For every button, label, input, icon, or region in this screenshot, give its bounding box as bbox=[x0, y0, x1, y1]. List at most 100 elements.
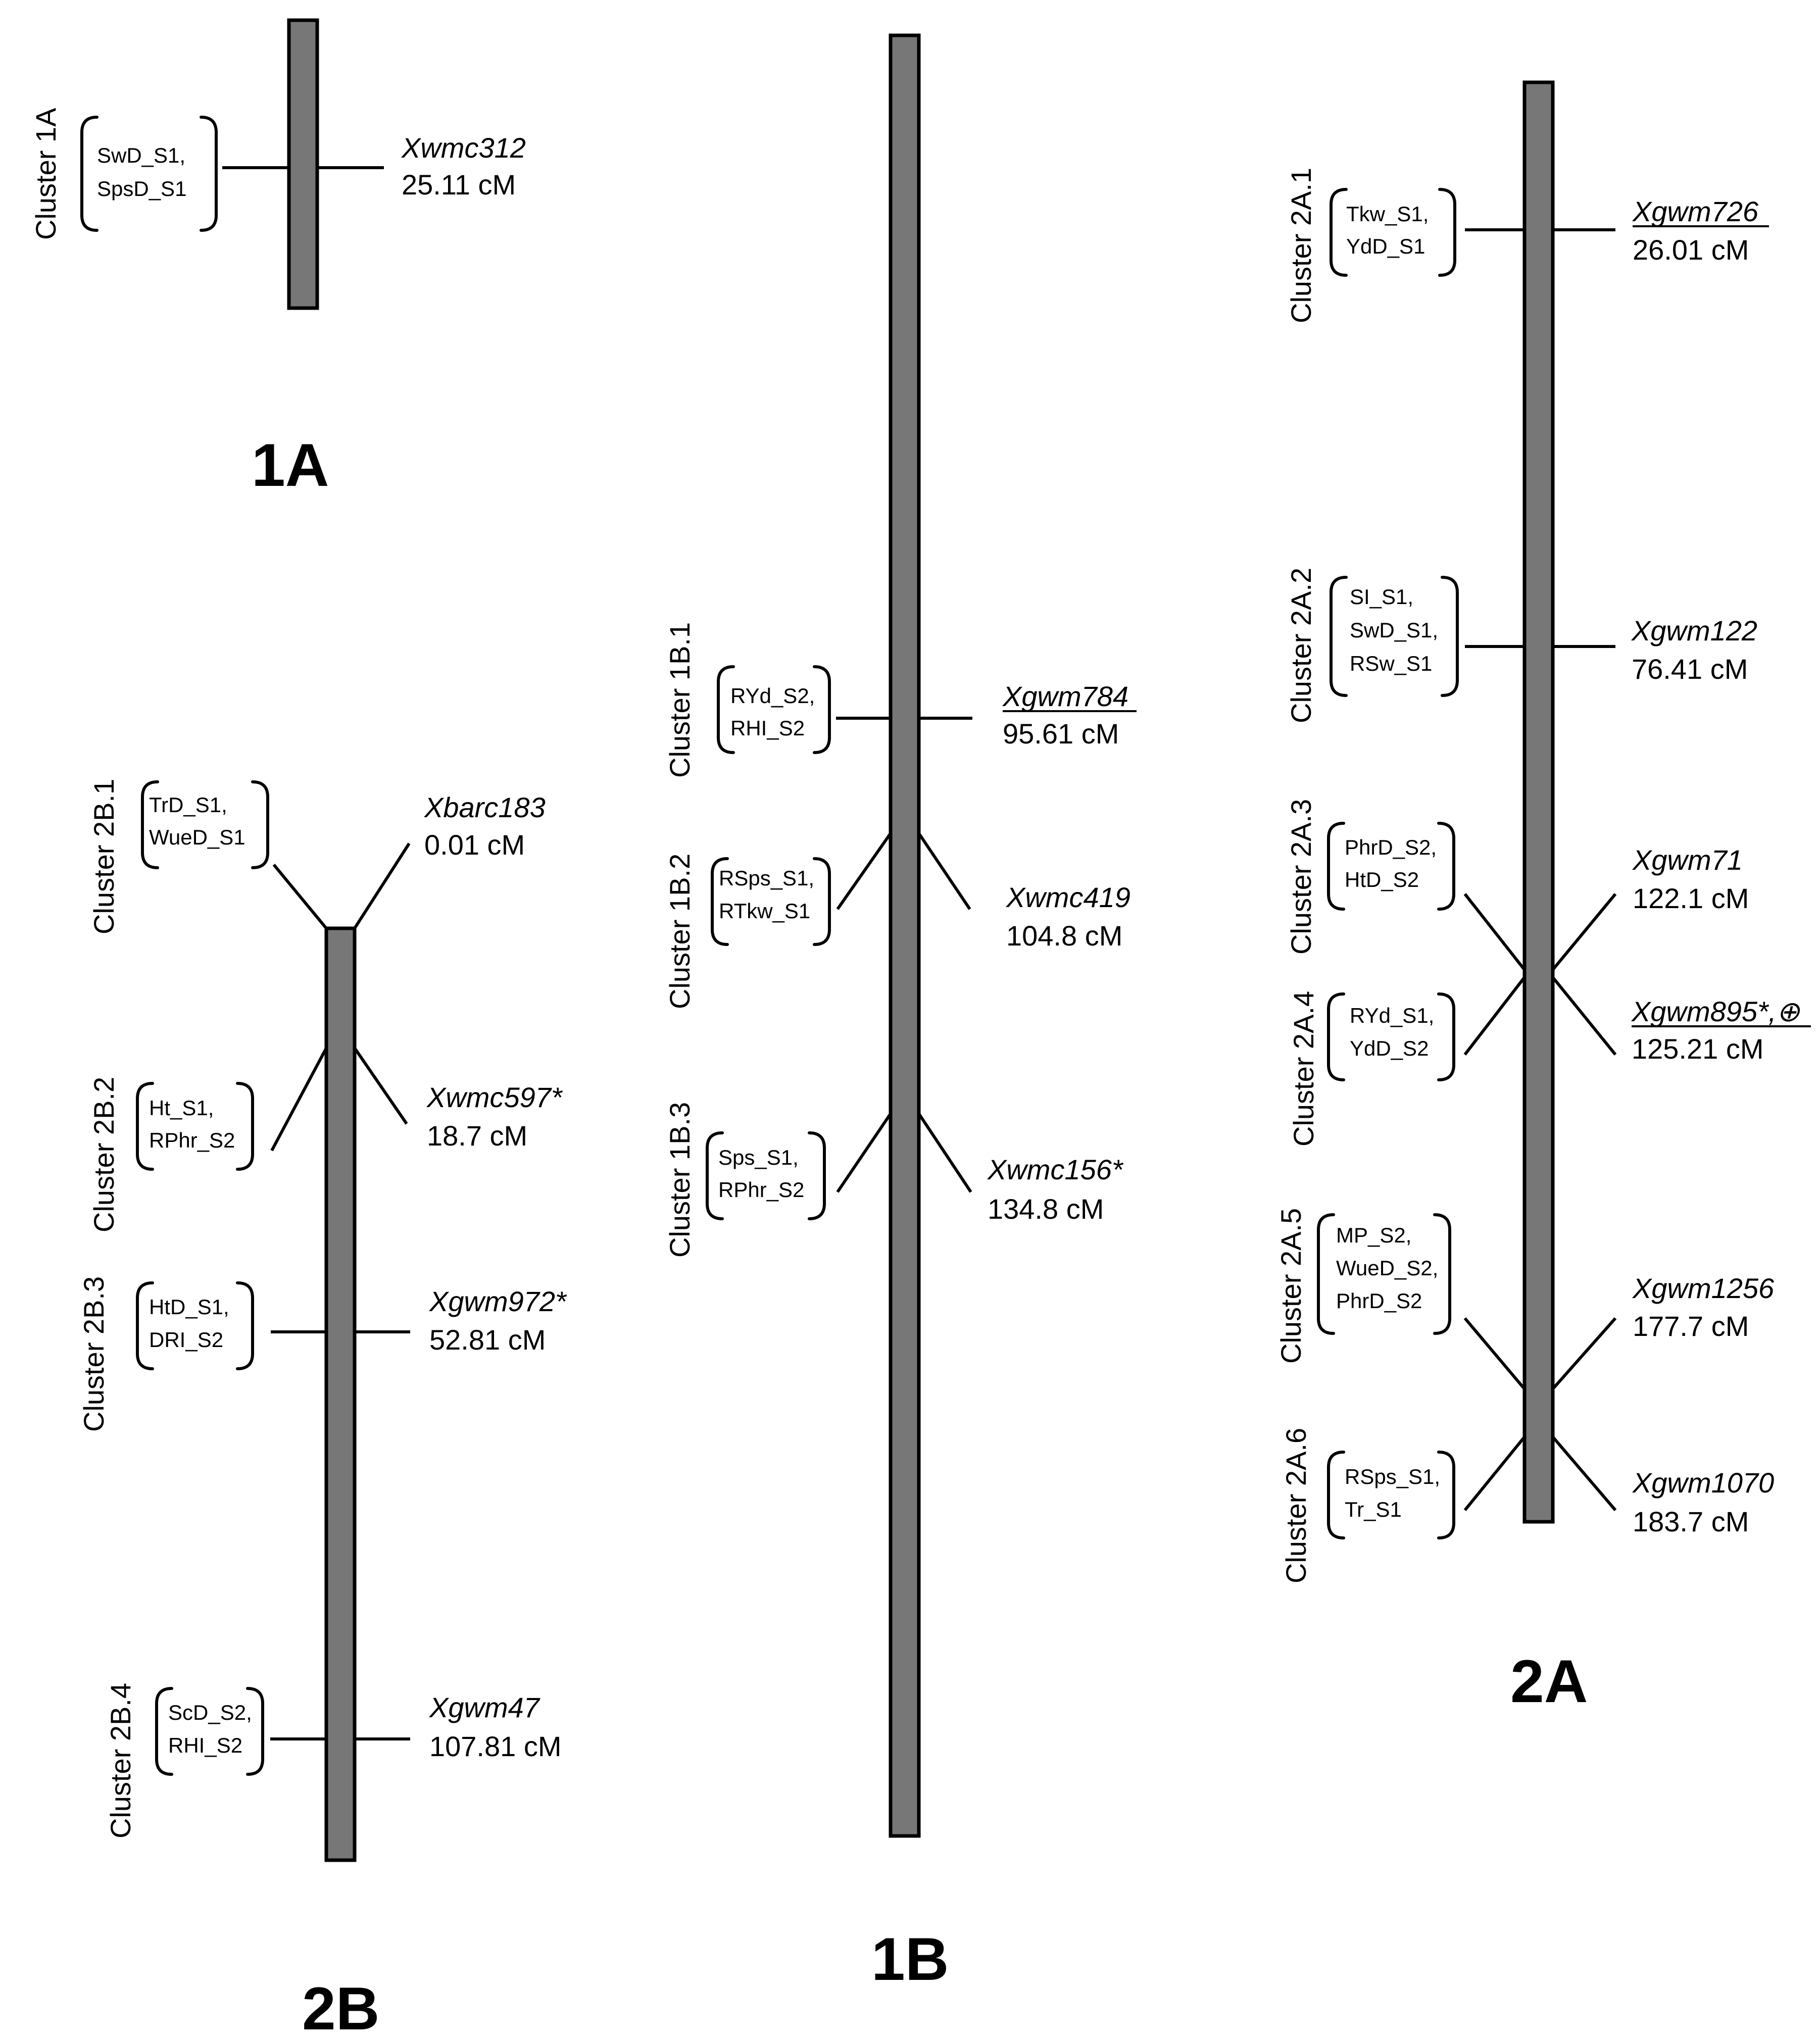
trait-label: RPhr_S2 bbox=[718, 1178, 804, 1202]
trait-bracket bbox=[136, 1082, 254, 1171]
position-label: 52.81 cM bbox=[429, 1324, 546, 1356]
connector-left bbox=[1463, 1436, 1526, 1511]
position-label: 0.01 cM bbox=[424, 829, 525, 861]
trait-label: Tr_S1 bbox=[1345, 1498, 1402, 1521]
cluster-label: Cluster 2A.5 bbox=[1275, 1208, 1307, 1364]
chromosome-1B: RYd_S2, RHI_S2 Cluster 1B.1 Xgwm784 95.6… bbox=[664, 33, 1137, 1993]
locus-2A-5: MP_S2, WueD_S2, PhrD_S2 Cluster 2A.5 Xgw… bbox=[1275, 1208, 1775, 1390]
trait-label: RHI_S2 bbox=[168, 1733, 242, 1757]
trait-bracket bbox=[1327, 822, 1455, 911]
position-label: 26.01 cM bbox=[1633, 234, 1749, 266]
trait-label: WueD_S2, bbox=[1336, 1256, 1438, 1280]
position-label: 25.11 cM bbox=[402, 169, 516, 201]
trait-bracket bbox=[706, 1131, 826, 1220]
connector-right bbox=[917, 1113, 972, 1193]
marker-label: Xwmc156* bbox=[987, 1154, 1124, 1185]
chromosome-1B-bar bbox=[889, 33, 921, 1838]
chromosome-label: 1A bbox=[252, 431, 329, 499]
chromosome-2B: TrD_S1, WueD_S1 Cluster 2B.1 Xbarc183 0.… bbox=[78, 779, 567, 2041]
locus-2B-3: HtD_S1, DRI_S2 Cluster 2B.3 Xgwm972* 52.… bbox=[78, 1276, 567, 1432]
locus-2A-2: SI_S1, SwD_S1, RSw_S1 Cluster 2A.2 Xgwm1… bbox=[1285, 568, 1757, 723]
locus-2A-6: RSps_S1, Tr_S1 Cluster 2A.6 Xgwm1070 183… bbox=[1280, 1428, 1774, 1583]
trait-label: DRI_S2 bbox=[149, 1328, 223, 1352]
position-label: 104.8 cM bbox=[1006, 920, 1122, 952]
trait-label: SwD_S1, bbox=[97, 143, 185, 167]
locus-1B-2: RSps_S1, RTkw_S1 Cluster 1B.2 Xwmc419 10… bbox=[664, 832, 1130, 1009]
connector-right bbox=[1551, 976, 1617, 1056]
cluster-label: Cluster 2A.2 bbox=[1285, 568, 1317, 723]
chromosome-label: 2B bbox=[302, 1975, 379, 2041]
connector-right bbox=[1551, 893, 1617, 971]
trait-bracket bbox=[711, 857, 831, 946]
chromosome-2A-bar bbox=[1522, 80, 1555, 1524]
trait-label: SI_S1, bbox=[1350, 585, 1413, 609]
locus-2A-4: RYd_S1, YdD_S2 Cluster 2A.4 Xgwm895*,⊕ 1… bbox=[1288, 976, 1811, 1147]
trait-bracket bbox=[717, 665, 831, 754]
trait-label: YdD_S2 bbox=[1350, 1036, 1429, 1060]
trait-label: WueD_S1 bbox=[149, 825, 245, 849]
trait-label: Tkw_S1, bbox=[1346, 202, 1429, 226]
marker-label: Xgwm122 bbox=[1631, 615, 1757, 646]
trait-label: SpsD_S1 bbox=[97, 177, 186, 201]
locus-1A: SwD_S1, SpsD_S1 Cluster 1A Xwmc312 25.11… bbox=[30, 108, 526, 240]
locus-1B-3: Sps_S1, RPhr_S2 Cluster 1B.3 Xwmc156* 13… bbox=[664, 1102, 1124, 1258]
cluster-label: Cluster 2A.4 bbox=[1288, 991, 1319, 1147]
cluster-label: Cluster 1B.2 bbox=[664, 854, 696, 1009]
connector-left bbox=[1463, 893, 1526, 971]
position-label: 125.21 cM bbox=[1632, 1033, 1764, 1065]
locus-1B-1: RYd_S2, RHI_S2 Cluster 1B.1 Xgwm784 95.6… bbox=[664, 622, 1137, 778]
trait-bracket bbox=[1330, 576, 1459, 697]
trait-label: RSw_S1 bbox=[1350, 652, 1432, 675]
chromosome-2B-bar bbox=[324, 926, 357, 1862]
trait-label: PhrD_S2, bbox=[1345, 835, 1437, 859]
locus-2B-2: Ht_S1, RPhr_S2 Cluster 2B.2 Xwmc597* 18.… bbox=[88, 1047, 563, 1232]
trait-bracket bbox=[141, 780, 269, 869]
marker-label: Xgwm47 bbox=[428, 1691, 540, 1723]
cluster-label: Cluster 1A bbox=[30, 108, 62, 240]
trait-label: TrD_S1, bbox=[149, 793, 227, 817]
cluster-label: Cluster 2B.1 bbox=[88, 779, 120, 934]
cluster-label: Cluster 1B.1 bbox=[664, 622, 696, 778]
connector-left bbox=[272, 864, 328, 929]
marker-label: Xwmc597* bbox=[426, 1081, 563, 1113]
connector-right bbox=[917, 832, 971, 910]
connector-right bbox=[353, 1047, 408, 1125]
trait-label: PhrD_S2 bbox=[1336, 1289, 1422, 1313]
position-label: 177.7 cM bbox=[1633, 1310, 1749, 1342]
position-label: 95.61 cM bbox=[1003, 718, 1119, 750]
trait-label: HtD_S1, bbox=[149, 1295, 229, 1319]
connector-left bbox=[1463, 976, 1526, 1056]
connector-right bbox=[353, 842, 411, 929]
trait-label: Sps_S1, bbox=[718, 1146, 799, 1169]
trait-label: YdD_S1 bbox=[1346, 234, 1425, 258]
connector-right bbox=[1551, 1317, 1617, 1390]
position-label: 18.7 cM bbox=[427, 1120, 527, 1152]
locus-2B-4: ScD_S2, RHI_S2 Cluster 2B.4 Xgwm47 107.8… bbox=[105, 1683, 562, 1838]
cluster-label: Cluster 2A.1 bbox=[1285, 168, 1317, 323]
marker-label: Xgwm972* bbox=[428, 1285, 567, 1317]
cluster-label: Cluster 1B.3 bbox=[664, 1102, 696, 1258]
trait-label: MP_S2, bbox=[1336, 1223, 1411, 1247]
locus-2A-3: PhrD_S2, HtD_S2 Cluster 2A.3 Xgwm71 122.… bbox=[1285, 799, 1749, 971]
trait-bracket bbox=[1330, 188, 1456, 277]
marker-label: Xgwm895*,⊕ bbox=[1631, 995, 1800, 1027]
chromosome-2A: Tkw_S1, YdD_S1 Cluster 2A.1 Xgwm726 26.0… bbox=[1275, 80, 1811, 1715]
cluster-label: Cluster 2A.3 bbox=[1285, 799, 1317, 955]
cluster-label: Cluster 2B.2 bbox=[88, 1077, 120, 1232]
chromosome-label: 2A bbox=[1510, 1648, 1588, 1715]
connector-left bbox=[1463, 1317, 1526, 1390]
connector-left bbox=[836, 832, 892, 910]
marker-label: Xgwm1070 bbox=[1632, 1467, 1774, 1499]
trait-bracket bbox=[136, 1281, 254, 1370]
trait-bracket bbox=[155, 1687, 264, 1776]
trait-bracket bbox=[1317, 1213, 1451, 1335]
chromosome-1A: SwD_S1, SpsD_S1 Cluster 1A Xwmc312 25.11… bbox=[30, 18, 526, 499]
marker-label: Xgwm71 bbox=[1632, 844, 1743, 876]
trait-label: RYd_S2, bbox=[730, 684, 815, 708]
trait-label: RYd_S1, bbox=[1350, 1004, 1434, 1027]
cluster-label: Cluster 2B.3 bbox=[78, 1276, 110, 1432]
position-label: 76.41 cM bbox=[1632, 653, 1748, 685]
chromosome-label: 1B bbox=[871, 1925, 949, 1993]
